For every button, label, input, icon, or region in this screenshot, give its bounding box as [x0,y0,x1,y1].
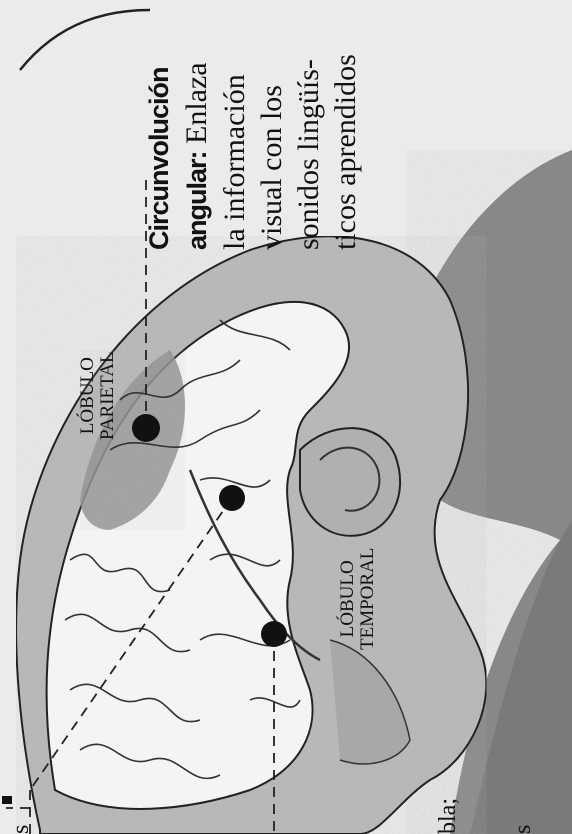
temporal-label-line1: LÓBULO [338,548,358,650]
angular-gyrus-annotation: Circunvolución angular: Enlaza la inform… [140,0,360,250]
ear [300,428,400,536]
edge-text-bottom-1: bla; [435,798,462,834]
temporal-label-line2: TEMPORAL [358,548,378,650]
edge-text-bottom-2: s [510,825,537,834]
annotation-title-2: angular: [182,151,212,250]
outline-curve [20,10,150,70]
annotation-line-3: la información [216,0,253,250]
edge-mark [2,796,12,804]
annotation-line-5: sonidos lingüís- [290,0,327,250]
annotation-line-4: visual con los [253,0,290,250]
edge-text-left: s [8,825,35,834]
parietal-lobe-label: LÓBULO PARIETAL [78,351,118,440]
dot-angular-gyrus [132,414,160,442]
dot-temporal [261,621,287,647]
dot-wernicke [219,485,245,511]
parietal-label-line1: LÓBULO [78,351,98,440]
annotation-title: Circunvolución [144,67,174,250]
annotation-line-6: ticos aprendidos [327,0,364,250]
annotation-text-2: Enlaza [180,62,213,151]
temporal-lobe-label: LÓBULO TEMPORAL [338,548,378,650]
parietal-label-line2: PARIETAL [98,351,118,440]
